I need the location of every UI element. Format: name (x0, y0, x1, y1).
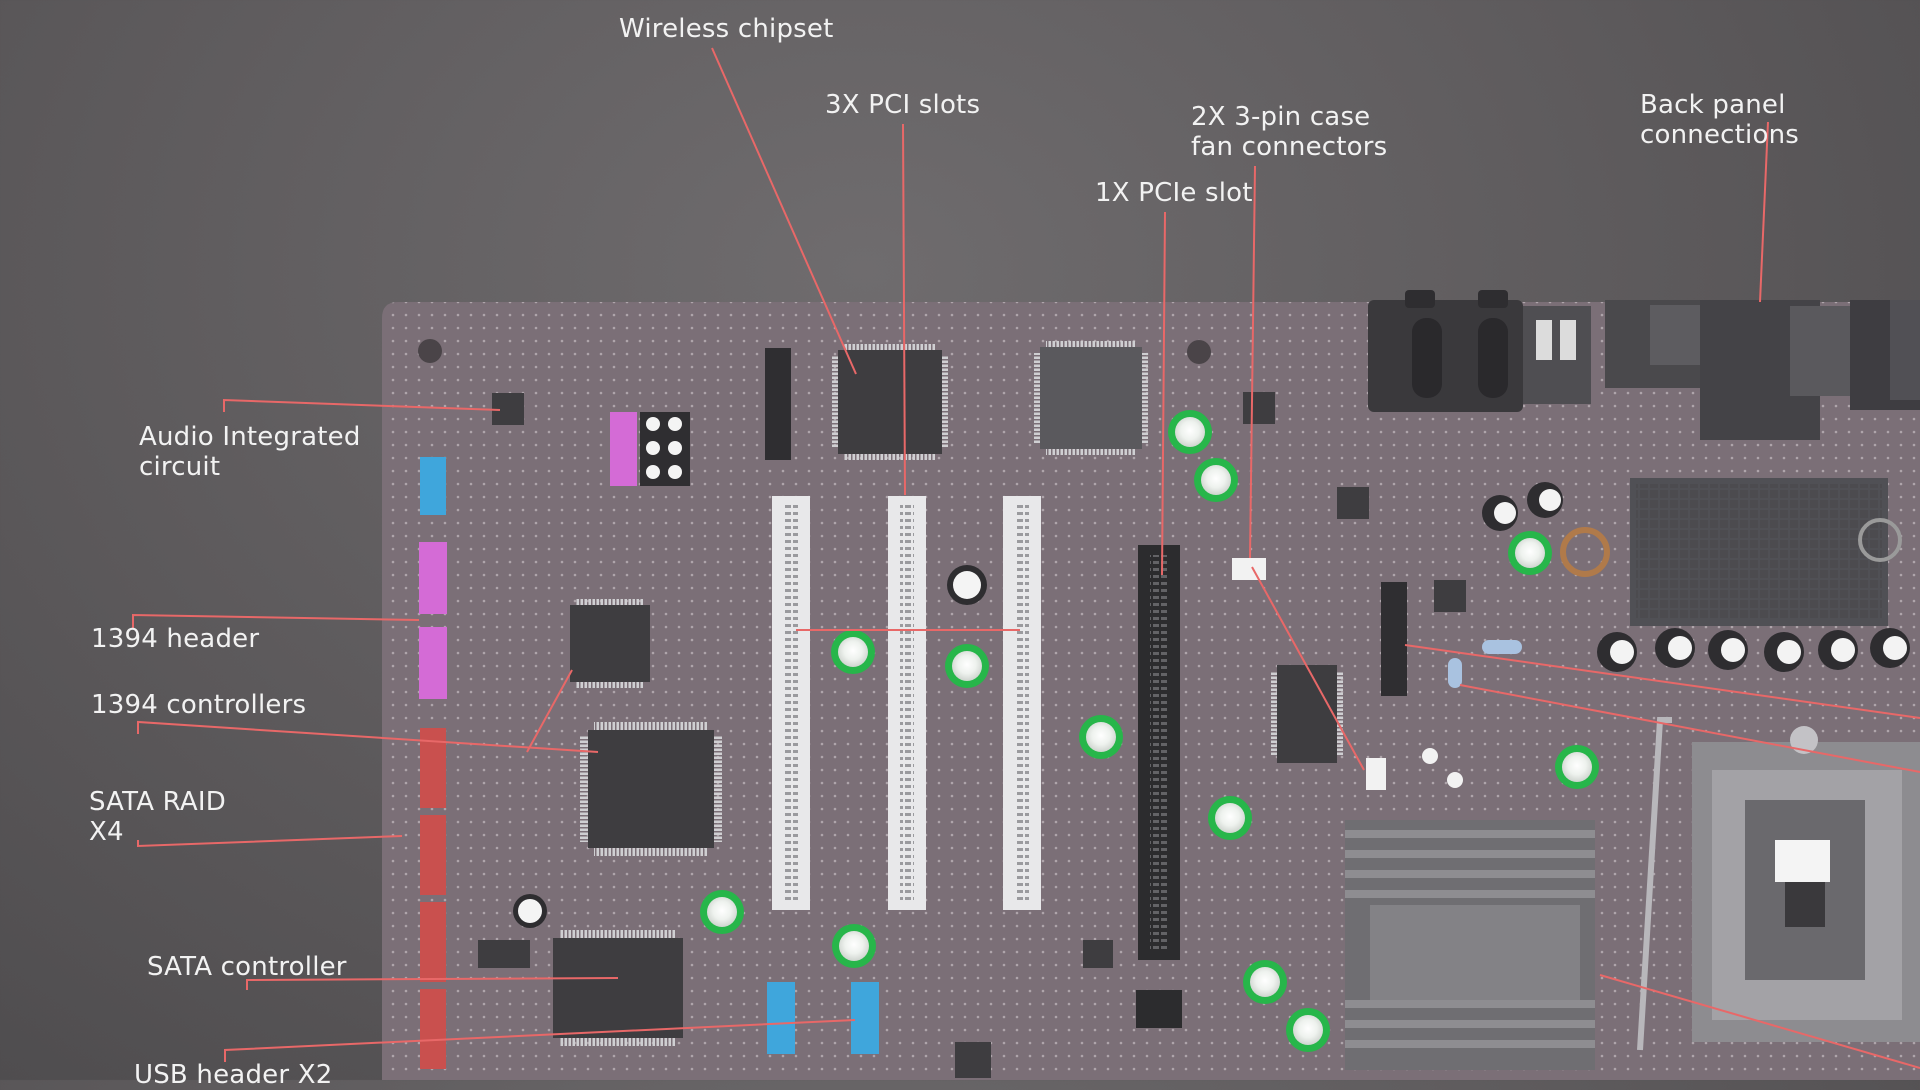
audio-header (610, 412, 690, 486)
label-fan-connectors: 2X 3-pin case fan connectors (1191, 102, 1388, 162)
label-audio-ic: Audio Integrated circuit (139, 422, 361, 482)
capacitors (513, 410, 1599, 1052)
pci-slots (772, 496, 1041, 910)
leader-1394-controllers (137, 720, 599, 753)
leader-sata-controller (246, 977, 619, 990)
leader-back-panel (1759, 121, 1769, 303)
leader-pci-slots (902, 123, 906, 496)
label-back-panel: Back panel connections (1640, 90, 1799, 150)
label-usb-header: USB header X2 (134, 1060, 333, 1090)
label-sata-controller: SATA controller (147, 952, 347, 982)
usb-headers (767, 982, 879, 1054)
leader-usb-header (224, 1019, 856, 1062)
label-1394-controllers: 1394 controllers (91, 690, 307, 720)
leader-right-3 (1599, 974, 1920, 1069)
pin-header (765, 348, 791, 460)
ic-chips (478, 341, 1522, 1078)
chipset-heatsink (1345, 820, 1595, 1070)
pin-header (1381, 582, 1407, 696)
leader-audio-ic (223, 398, 501, 412)
label-pcie-slot: 1X PCIe slot (1095, 178, 1253, 208)
leader-pcie-slot (1161, 211, 1166, 576)
back-panel-connectors (1368, 290, 1920, 440)
leader-fan-connector-2 (1251, 566, 1365, 771)
leader-lines (132, 47, 1920, 1069)
leader-wireless-chipset (711, 47, 857, 375)
left-headers (419, 457, 447, 699)
leader-right-2 (1459, 684, 1920, 773)
label-1394-header: 1394 header (91, 624, 260, 654)
pcie-slot (1136, 545, 1182, 1028)
label-wireless-chipset: Wireless chipset (619, 14, 834, 44)
leader-1394-controllers-2 (526, 669, 573, 753)
label-sata-raid: SATA RAID X4 (89, 787, 226, 847)
leader-sata-raid (137, 835, 403, 848)
leader-1394-header (132, 613, 420, 628)
cpu-socket (1637, 717, 1920, 1051)
vrm-capacitors (1482, 482, 1910, 672)
vrm-heatsink (1630, 478, 1888, 626)
leader-fan-connectors (1249, 165, 1256, 559)
label-pci-slots: 3X PCI slots (825, 90, 981, 120)
leader-right-1 (1404, 644, 1920, 719)
